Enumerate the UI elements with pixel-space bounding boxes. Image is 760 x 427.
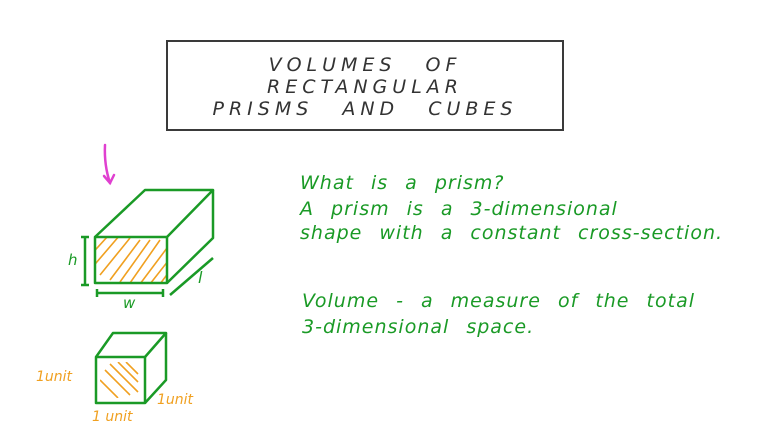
height-label: h — [68, 251, 78, 269]
width-label: w — [123, 294, 136, 312]
cube-side-label-right: 1unit — [157, 392, 194, 408]
cube-face-hatch — [100, 362, 139, 398]
cube-side-label-left: 1unit — [36, 369, 73, 385]
cube-side-label-bottom: 1 unit — [92, 409, 133, 425]
volume-definition-line-2: 3-dimensional space. — [302, 316, 535, 338]
unit-cube — [94, 331, 168, 405]
title-box: VOLUMES OF RECTANGULAR PRISMS AND CUBES — [166, 40, 564, 131]
prism-definition-line-1: A prism is a 3-dimensional — [300, 198, 618, 220]
rectangular-prism — [81, 188, 215, 297]
cross-section-hatch — [96, 238, 166, 282]
length-label: l — [198, 268, 203, 287]
prism-definition-line-2: shape with a constant cross-section. — [300, 222, 724, 244]
title-line-2: PRISMS AND CUBES — [212, 98, 518, 120]
title-line-1: VOLUMES OF RECTANGULAR — [267, 54, 463, 98]
prism-question: What is a prism? — [300, 172, 505, 194]
volume-definition-line-1: Volume - a measure of the total — [302, 290, 695, 312]
arrow-icon — [102, 143, 116, 186]
